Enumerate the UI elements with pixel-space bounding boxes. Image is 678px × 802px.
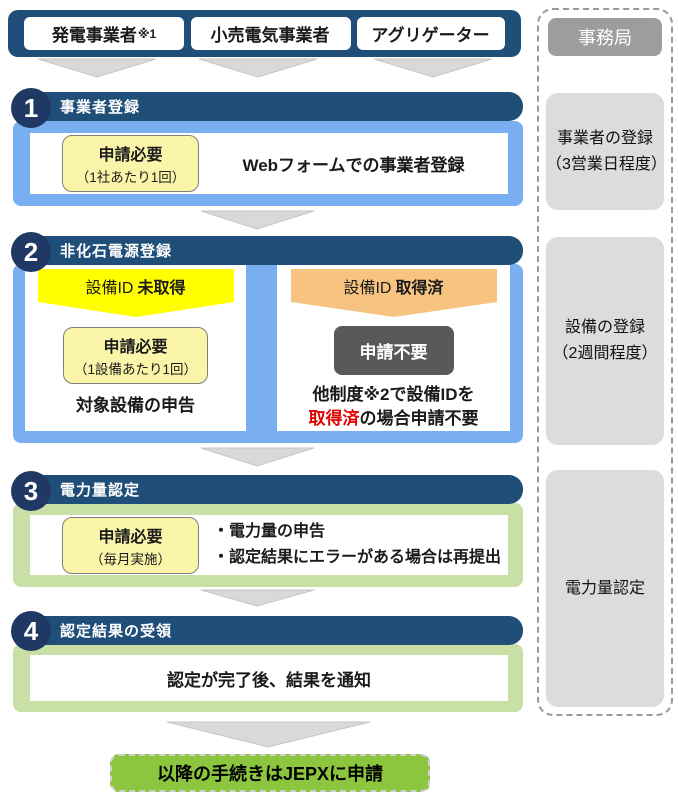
- ribbon-banner-obtained: 設備ID 取得済: [290, 269, 497, 317]
- actor-box-retailer: 小売電気事業者: [190, 17, 351, 50]
- step4-title: 認定結果の受領: [60, 623, 173, 640]
- step3-number-badge: 3: [11, 471, 51, 511]
- banner-status: 未取得: [137, 279, 186, 297]
- step1-body: 申請必要 （1社あたり1回） Webフォームでの事業者登録: [13, 121, 523, 206]
- actor-label: 小売電気事業者: [210, 26, 330, 45]
- step1-header: 事業者登録: [18, 92, 523, 121]
- down-arrow-icon: [200, 589, 315, 607]
- step1-content-panel: 申請必要 （1社あたり1回） Webフォームでの事業者登録: [30, 133, 508, 194]
- application-required-badge: 申請必要 （1社あたり1回）: [62, 135, 199, 192]
- actor-label: 発電事業者: [51, 26, 137, 45]
- step4-number-badge: 4: [11, 611, 51, 651]
- step2-number-badge: 2: [11, 232, 51, 272]
- stage-duration: （3営業日程度）: [546, 155, 667, 173]
- ribbon-banner-not-obtained: 設備ID 未取得: [37, 269, 234, 317]
- badge-line1: 申請必要: [98, 528, 163, 546]
- actor-label: アグリゲーター: [371, 26, 490, 45]
- actor-bar: 発電事業者※1 小売電気事業者 アグリゲーター: [8, 10, 521, 57]
- down-arrow-icon: [200, 210, 315, 230]
- down-arrow-icon: [373, 58, 493, 78]
- banner-prefix: 設備ID: [343, 279, 392, 297]
- stage-label: 電力量認定: [564, 579, 645, 597]
- badge-line2: （1設備あたり1回）: [73, 362, 198, 377]
- stage-label: 設備の登録: [564, 319, 645, 337]
- step4-body: 認定が完了後、結果を通知: [13, 644, 523, 712]
- step3-body: 申請必要 （毎月実施） ・電力量の申告 ・認定結果にエラーがある場合は再提出: [13, 503, 523, 587]
- bullet-item: ・認定結果にエラーがある場合は再提出: [213, 549, 502, 566]
- down-arrow-icon: [198, 58, 318, 78]
- badge-line2: （1社あたり1回）: [75, 170, 186, 185]
- step2-right-panel: 設備ID 取得済 申請不要 他制度※2で設備IDを 取得済の場合申請不要: [277, 264, 510, 431]
- banner-prefix: 設備ID: [85, 279, 134, 297]
- badge-line1: 申請必要: [98, 147, 163, 164]
- down-arrow-icon: [200, 447, 315, 467]
- step1-number-badge: 1: [11, 88, 51, 128]
- banner-status: 取得済: [395, 279, 444, 297]
- application-required-badge: 申請必要 （毎月実施）: [62, 516, 199, 574]
- stage-duration: （2週間程度）: [552, 345, 658, 362]
- secretariat-stage-certification: 電力量認定: [546, 470, 664, 707]
- step1-title: 事業者登録: [60, 99, 141, 116]
- step2-right-description: 他制度※2で設備IDを 取得済の場合申請不要: [309, 383, 479, 431]
- step2-body: 設備ID 未取得 申請必要 （1設備あたり1回） 対象設備の申告 設備ID 取得…: [13, 264, 523, 443]
- badge-line1: 申請必要: [103, 339, 168, 356]
- down-arrow-icon: [166, 721, 371, 748]
- application-required-badge: 申請必要 （1設備あたり1回）: [62, 327, 209, 384]
- step3-header: 電力量認定: [18, 475, 523, 504]
- actor-box-aggregator: アグリゲーター: [357, 17, 505, 50]
- actor-footnote: ※1: [137, 26, 157, 41]
- secretariat-stage-registration: 事業者の登録 （3営業日程度）: [546, 93, 667, 210]
- no-application-badge: 申請不要: [333, 326, 454, 375]
- down-arrow-icon: [37, 58, 157, 78]
- step4-header: 認定結果の受領: [18, 616, 523, 645]
- actor-box-generator: 発電事業者※1: [24, 17, 184, 50]
- badge-line2: （毎月実施）: [90, 551, 171, 567]
- secretariat-panel: 事務局 事業者の登録 （3営業日程度） 設備の登録 （2週間程度） 電力量認定: [537, 8, 673, 716]
- desc-line1: 他制度※2で設備IDを: [312, 385, 475, 404]
- secretariat-stage-facility: 設備の登録 （2週間程度）: [546, 237, 664, 445]
- jepx-next-step-banner: 以降の手続きはJEPXに申請: [110, 754, 430, 792]
- stage-label: 事業者の登録: [556, 129, 653, 147]
- desc-rest: の場合申請不要: [359, 408, 479, 428]
- step2-left-panel: 設備ID 未取得 申請必要 （1設備あたり1回） 対象設備の申告: [25, 264, 246, 431]
- desc-highlight: 取得済: [308, 408, 360, 428]
- bullet-item: ・電力量の申告: [213, 523, 326, 541]
- step2-header: 非化石電源登録: [18, 236, 523, 265]
- step3-bullet-list: ・電力量の申告 ・認定結果にエラーがある場合は再提出: [213, 519, 501, 570]
- step2-left-description: 対象設備の申告: [76, 396, 195, 415]
- step3-title: 電力量認定: [60, 482, 141, 499]
- secretariat-title: 事務局: [548, 18, 662, 56]
- step4-content-panel: 認定が完了後、結果を通知: [30, 655, 508, 701]
- step1-description: Webフォームでの事業者登録: [242, 156, 465, 175]
- step2-title: 非化石電源登録: [60, 243, 173, 260]
- step4-description: 認定が完了後、結果を通知: [167, 670, 371, 690]
- step3-content-panel: 申請必要 （毎月実施） ・電力量の申告 ・認定結果にエラーがある場合は再提出: [30, 515, 508, 575]
